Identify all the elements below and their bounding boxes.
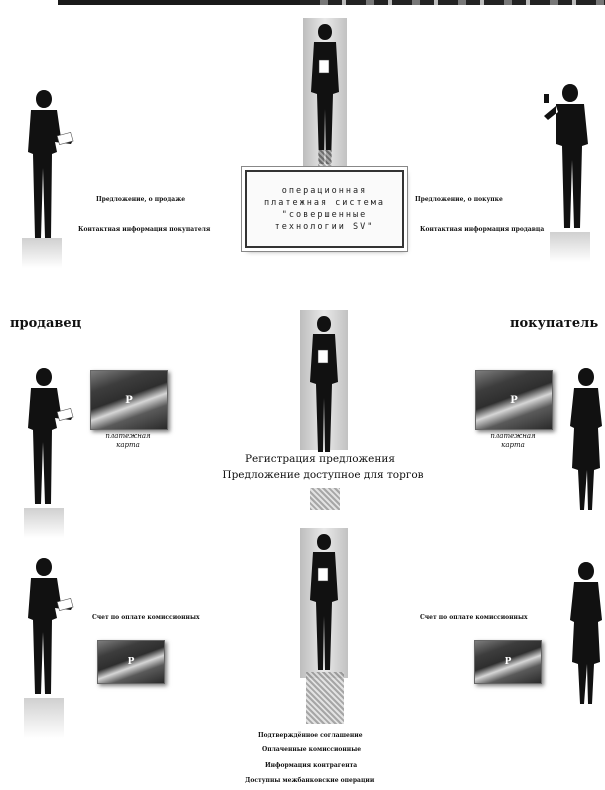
seller-figure-bottom [28,558,74,694]
seller-reflection-top [22,238,62,268]
seller-role-label: продавец [10,316,82,331]
seller-reflection-bottom [24,698,64,738]
seller-reflection-middle [24,508,64,538]
card-symbol: P [510,394,518,406]
buyer-contact-label: Контактная информация покупателя [78,226,211,233]
payment-card-small-buyer: P [474,640,542,684]
card-symbol: P [125,394,133,406]
floor-pattern-top [318,150,332,172]
commission-invoice-buyer: Счет по оплате комиссионных [420,614,528,621]
offer-purchase-label: Предложение, о покупке [415,196,503,203]
operator-figure-middle [310,316,338,452]
registration-label: Регистрация предложения [244,453,396,465]
payment-card-caption-buyer: платежная карта [490,432,536,449]
operator-figure-bottom [310,534,338,670]
seller-figure-middle [28,368,74,504]
payment-card-caption-seller: платежная карта [105,432,151,449]
payment-card-seller: P [90,370,168,430]
payment-system-title: операционная платежная система "совершен… [264,186,385,232]
buyer-role-label: покупатель [510,316,599,331]
top-banner-pattern [300,0,605,5]
operator-figure-top [311,24,339,164]
payment-system-box: операционная платежная система "совершен… [245,170,404,248]
buyer-figure-top [544,84,588,228]
seller-contact-label: Контактная информация продавца [420,226,545,233]
counterparty-info-label: Информация контрагента [265,762,358,769]
commission-invoice-seller: Счет по оплате комиссионных [92,614,200,621]
floor-pattern-middle [310,488,340,510]
floor-pattern-bottom [306,672,344,724]
buyer-reflection-top [550,232,590,262]
seller-figure-top [28,90,74,238]
interbank-operations-label: Доступны межбанковские операции [245,777,375,784]
payment-card-small-seller: P [97,640,165,684]
paid-commission-label: Оплаченные комиссионные [262,746,362,753]
offer-available-label: Предложение доступное для торгов [222,469,424,481]
payment-card-buyer: P [475,370,553,430]
card-symbol: P [504,657,512,667]
buyer-figure-bottom [570,562,602,704]
confirmed-agreement-label: Подтверждённое соглашение [258,732,363,739]
card-symbol: P [127,657,135,667]
buyer-figure-middle [570,368,602,510]
offer-sale-label: Предложение, о продаже [96,196,186,203]
